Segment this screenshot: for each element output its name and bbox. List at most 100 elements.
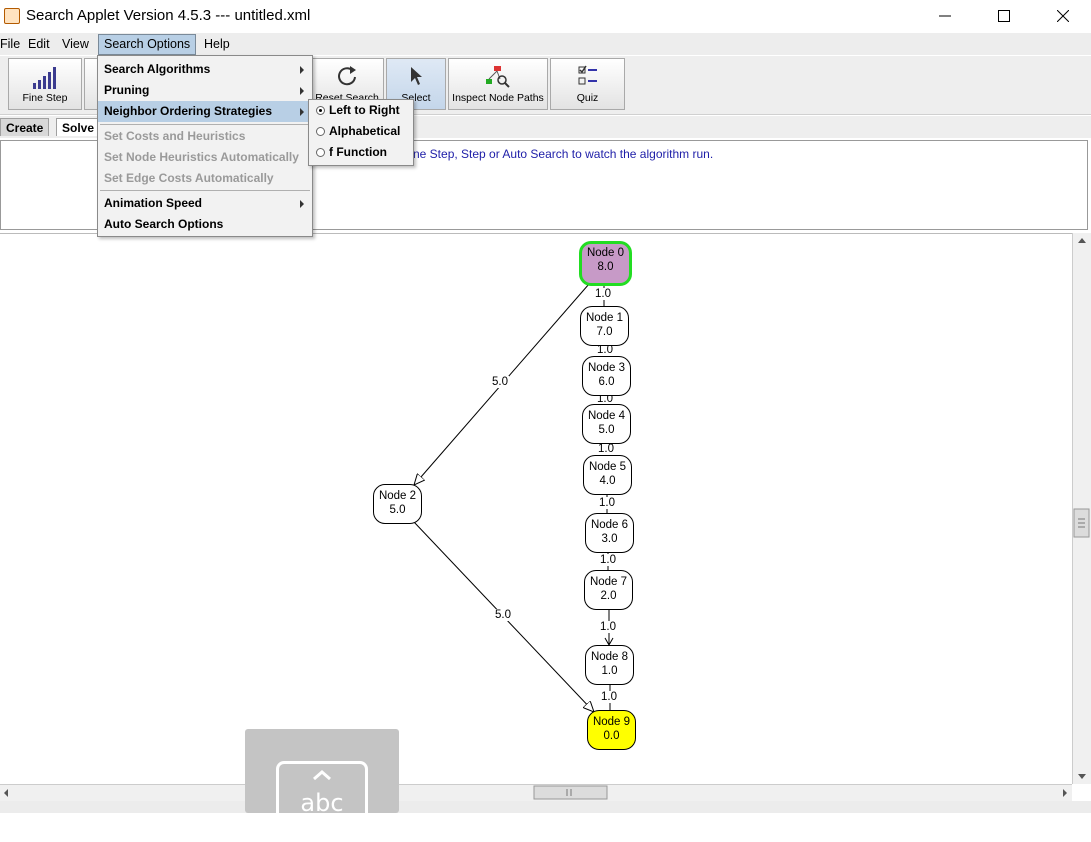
graph-edges: [0, 283, 614, 785]
window-title: Search Applet Version 4.5.3 --- untitled…: [26, 7, 311, 24]
status-bar: [0, 801, 1091, 813]
node-heuristic: 5.0: [598, 424, 615, 436]
menu-item-pruning[interactable]: Pruning: [98, 80, 310, 101]
quiz-label: Quiz: [576, 92, 599, 104]
node-name: Node 3: [587, 362, 626, 374]
node-name: Node 5: [588, 461, 627, 473]
reset-search-icon: [338, 66, 356, 86]
keyboard-label: abc: [300, 789, 344, 817]
graph-node[interactable]: Node 7 2.0: [584, 570, 633, 610]
graph-node[interactable]: Node 1 7.0: [580, 306, 629, 346]
menu-item-set-edge-costs: Set Edge Costs Automatically: [104, 171, 274, 185]
radio-alphabetical[interactable]: Alphabetical: [309, 121, 411, 142]
edge-cost-label: 1.0: [596, 344, 614, 356]
fine-step-label: Fine Step: [22, 92, 68, 104]
node-name: Node 0: [586, 247, 625, 259]
graph-node-start[interactable]: Node 0 8.0: [579, 241, 632, 286]
menu-file[interactable]: File: [0, 37, 21, 51]
inspect-node-paths-button[interactable]: Inspect Node Paths: [448, 58, 548, 110]
scroll-arrows-icon: [1073, 238, 1090, 779]
submenu-arrow-icon: [300, 108, 304, 116]
graph-canvas[interactable]: 1.0 1.0 1.0 1.0 1.0 1.0 1.0 1.0 5.0 5.0 …: [0, 233, 1072, 785]
menu-edit[interactable]: Edit: [28, 37, 50, 51]
graph-node[interactable]: Node 2 5.0: [373, 484, 422, 524]
edge-cost-label: 1.0: [596, 393, 614, 405]
quiz-button[interactable]: Quiz: [550, 58, 625, 110]
node-name: Node 4: [587, 410, 626, 422]
minimize-button[interactable]: [916, 0, 974, 32]
search-options-menu: Search Algorithms Pruning Neighbor Order…: [97, 55, 313, 237]
caret-up-icon: [313, 770, 331, 780]
graph-node[interactable]: Node 5 4.0: [583, 455, 632, 495]
graph-node[interactable]: Node 8 1.0: [585, 645, 634, 685]
node-name: Node 9: [592, 716, 631, 728]
graph-node[interactable]: Node 3 6.0: [582, 356, 631, 396]
graph-node[interactable]: Node 4 5.0: [582, 404, 631, 444]
radio-f-function[interactable]: f Function: [309, 142, 411, 163]
node-name: Node 2: [378, 490, 417, 502]
quiz-checklist-icon: [578, 65, 597, 85]
node-heuristic: 4.0: [599, 475, 616, 487]
keyboard-icon[interactable]: abc: [276, 761, 368, 821]
submenu-arrow-icon: [300, 87, 304, 95]
java-app-icon: [4, 8, 20, 24]
radio-unselected-icon: [316, 148, 325, 157]
maximize-button[interactable]: [975, 0, 1033, 32]
radio-selected-icon: [316, 106, 325, 115]
menu-item-animation-speed[interactable]: Animation Speed: [98, 193, 310, 214]
node-name: Node 1: [585, 312, 624, 324]
select-arrow-icon: [411, 67, 422, 85]
edge-cost-label: 5.0: [491, 376, 509, 388]
menu-help[interactable]: Help: [204, 37, 230, 51]
edge-cost-label: 1.0: [598, 497, 616, 509]
radio-left-to-right[interactable]: Left to Right: [309, 100, 411, 121]
edge-cost-label: 1.0: [594, 288, 612, 300]
title-bar: Search Applet Version 4.5.3 --- untitled…: [0, 0, 1091, 32]
fine-step-icon: [33, 67, 56, 89]
menu-item-auto-search-options[interactable]: Auto Search Options: [104, 217, 224, 231]
node-name: Node 7: [589, 576, 628, 588]
edge-cost-label: 1.0: [597, 443, 615, 455]
edge-cost-label: 1.0: [600, 691, 618, 703]
menu-view[interactable]: View: [62, 37, 89, 51]
fine-step-button[interactable]: Fine Step: [8, 58, 82, 110]
menu-search-options[interactable]: Search Options: [98, 34, 197, 55]
node-heuristic: 8.0: [597, 261, 614, 273]
minimize-icon: [939, 15, 951, 17]
menu-item-neighbor-ordering[interactable]: Neighbor Ordering Strategies: [98, 101, 310, 122]
menu-item-search-algorithms[interactable]: Search Algorithms: [98, 59, 310, 80]
edge-cost-label: 1.0: [599, 554, 617, 566]
node-heuristic: 7.0: [596, 326, 613, 338]
node-name: Node 6: [590, 519, 629, 531]
close-icon: [1057, 10, 1069, 22]
node-heuristic: 1.0: [601, 665, 618, 677]
graph-node[interactable]: Node 6 3.0: [585, 513, 634, 553]
node-heuristic: 0.0: [603, 730, 620, 742]
hscroll-arrows-icon: [4, 785, 1067, 800]
maximize-icon: [998, 10, 1010, 22]
node-heuristic: 5.0: [389, 504, 406, 516]
graph-node-goal[interactable]: Node 9 0.0: [587, 710, 636, 750]
vertical-scrollbar[interactable]: [1072, 233, 1091, 784]
edge-cost-label: 5.0: [494, 609, 512, 621]
node-heuristic: 2.0: [600, 590, 617, 602]
menu-item-set-costs-heuristics: Set Costs and Heuristics: [104, 129, 246, 143]
radio-unselected-icon: [316, 127, 325, 136]
inspect-node-paths-icon: [486, 66, 510, 88]
neighbor-ordering-submenu: Left to Right Alphabetical f Function: [308, 99, 414, 166]
tab-solve[interactable]: Solve: [56, 118, 100, 136]
inspect-node-paths-label: Inspect Node Paths: [452, 92, 544, 104]
tab-create[interactable]: Create: [0, 118, 50, 136]
edge-cost-label: 1.0: [599, 621, 617, 633]
submenu-arrow-icon: [300, 200, 304, 208]
node-name: Node 8: [590, 651, 629, 663]
touch-keyboard-overlay[interactable]: abc: [245, 729, 399, 821]
menu-item-set-node-heuristics: Set Node Heuristics Automatically: [104, 150, 299, 164]
close-button[interactable]: [1034, 0, 1091, 32]
node-heuristic: 3.0: [601, 533, 618, 545]
message-text: ne Step, Step or Auto Search to watch th…: [413, 147, 714, 161]
node-heuristic: 6.0: [598, 376, 615, 388]
submenu-arrow-icon: [300, 66, 304, 74]
menu-bar: File Edit View Search Options Help: [0, 33, 1091, 55]
horizontal-scrollbar[interactable]: [0, 784, 1072, 801]
